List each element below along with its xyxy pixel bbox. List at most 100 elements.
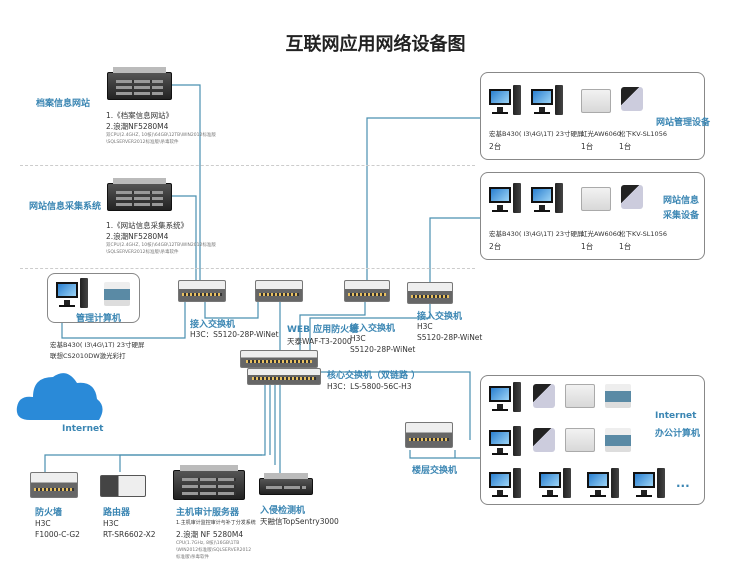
server-spec: 双CPU(2.4GHZ, 10核)\64GB\12TB\WIN2012标准版 [106,133,216,138]
server-name: 1.《网站信息采集系统》 [106,221,189,230]
feeder-model: 松下KV-SL1056 [619,230,667,238]
waf-icon [255,280,303,302]
core-switch-icon [240,350,318,368]
access-switch-1-model: H3C：S5120-28P-WiNet [190,330,279,339]
switch-icon [344,280,390,302]
access-switch-2-label: 接入交换机 [350,324,396,334]
server-model: 2.浪潮NF5280M4 [106,122,169,131]
scanner-model: 虹光AW6060 [581,130,622,138]
computer-icon [489,183,521,217]
router-icon [100,475,146,497]
audit-spec: \WIN2012标准版\SQLSERVER2012 [176,548,252,553]
computer-icon [489,85,521,119]
pc-qty: 2台 [489,242,502,251]
divider [20,268,475,269]
pc-qty: 2台 [489,142,502,151]
waf-model: 天泰WAF-T3-2000 [287,337,352,346]
scanner-qty: 1台 [581,142,594,151]
mgmt-label: 管理计算机 [76,314,122,324]
audit-label: 主机审计服务器 [176,508,240,518]
router-label: 路由器 [103,508,131,518]
router-vendor: H3C [103,519,119,528]
ids-model: 天融信TopSentry3000 [260,517,339,526]
computer-icon [587,468,619,502]
internet-label: Internet [62,424,104,434]
pc-model: 宏基B430( I3\4G\1T) 23寸硬屏 [489,130,584,138]
document-scanner-icon [621,87,643,111]
computer-icon [489,382,521,416]
computer-icon [56,278,88,312]
more-ellipsis: ... [676,476,690,490]
server-spec: \SQLSERVER2012标准版\杀毒软件 [106,250,179,255]
switch-icon [407,282,453,304]
scanner-qty: 1台 [581,242,594,251]
computer-icon [531,85,563,119]
access-switch-2-vendor: H3C [350,334,366,343]
computer-icon [489,468,521,502]
computer-icon [633,468,665,502]
firewall-label: 防火墙 [35,508,63,518]
ids-icon [259,473,313,495]
document-scanner-icon [533,428,555,452]
cloud-icon [16,373,103,420]
access-switch-3-model: S5120-28P-WiNet [417,333,483,342]
access-switch-1-label: 接入交换机 [190,320,236,330]
ids-label: 入侵检测机 [260,506,306,516]
feeder-qty: 1台 [619,142,632,151]
switch-icon [178,280,226,302]
audit-model: 2.浪潮 NF 5280M4 [176,530,244,539]
scanner-icon [565,384,595,408]
access-switch-3-label: 接入交换机 [417,312,463,322]
computer-icon [531,183,563,217]
pc-model: 宏基B430( I3\4G\1T) 23寸硬屏 [489,230,584,238]
management-computer-box: 管理计算机 [47,273,140,324]
feeder-qty: 1台 [619,242,632,251]
computer-icon [539,468,571,502]
core-switch-icon [247,368,321,385]
printer-icon [104,282,130,306]
printer-icon [605,384,631,408]
mgmt-pc-model: 宏基B430( I3\4G\1T) 23寸硬屏 [50,341,145,349]
feeder-model: 松下KV-SL1056 [619,130,667,138]
scanner-icon [581,187,611,211]
office-label: Internet [655,411,697,421]
document-scanner-icon [621,185,643,209]
server-model: 2.浪潮NF5280M4 [106,232,169,241]
core-switch-label: 核心交换机（双链路 ） [327,371,421,381]
server-icon [107,67,172,100]
router-model: RT-SR6602-X2 [103,530,156,539]
office-label: 办公计算机 [655,429,701,439]
floor-switch-icon [405,422,453,448]
scanner-icon [565,428,595,452]
printer-icon [605,428,631,452]
audit-system: 1.主机审计监控审计与补丁分发系统 [176,520,256,526]
server-spec: 双CPU(2.4GHZ, 10核)\64GB\12TB\WIN2012标准版 [106,243,216,248]
server-name: 1.《档案信息网站》 [106,111,174,120]
core-switch-model: H3C：LS-5800-56C-H3 [327,382,412,391]
document-scanner-icon [533,384,555,408]
group-label: 采集设备 [663,211,700,221]
scanner-model: 虹光AW6060 [581,230,622,238]
waf-label: WEB 应用防火墙 [287,325,359,335]
audit-spec: CPU(1.7GHz, 8核)\16GB\1TB [176,541,240,546]
access-switch-3-vendor: H3C [417,322,433,331]
mgmt-printer-model: 联想CS2010DW激光彩打 [50,352,126,360]
group-label: 网站管理设备 [656,118,711,128]
floor-switch-label: 楼层交换机 [412,466,458,476]
audit-spec: 标准版\杀毒软件 [176,555,210,560]
device-group-website-management: 网站管理设备 宏基B430( I3\4G\1T) 23寸硬屏 2台 虹光AW60… [480,72,710,160]
office-computers-box: ... Internet 办公计算机 [480,375,705,505]
audit-server-icon [173,465,245,500]
access-switch-2-model: S5120-28P-WiNet [350,345,416,354]
device-group-website-collection: 网站信息 采集设备 宏基B430( I3\4G\1T) 23寸硬屏 2台 虹光A… [480,172,705,260]
server-label: 档案信息网站 [36,99,91,109]
firewall-vendor: H3C [35,519,51,528]
server-icon [107,178,172,211]
firewall-model: F1000-C-G2 [35,530,80,539]
scanner-icon [581,89,611,113]
computer-icon [489,426,521,460]
server-label: 网站信息采集系统 [29,202,102,212]
divider [20,165,475,166]
server-spec: \SQLSERVER2012标准版\杀毒软件 [106,140,179,145]
